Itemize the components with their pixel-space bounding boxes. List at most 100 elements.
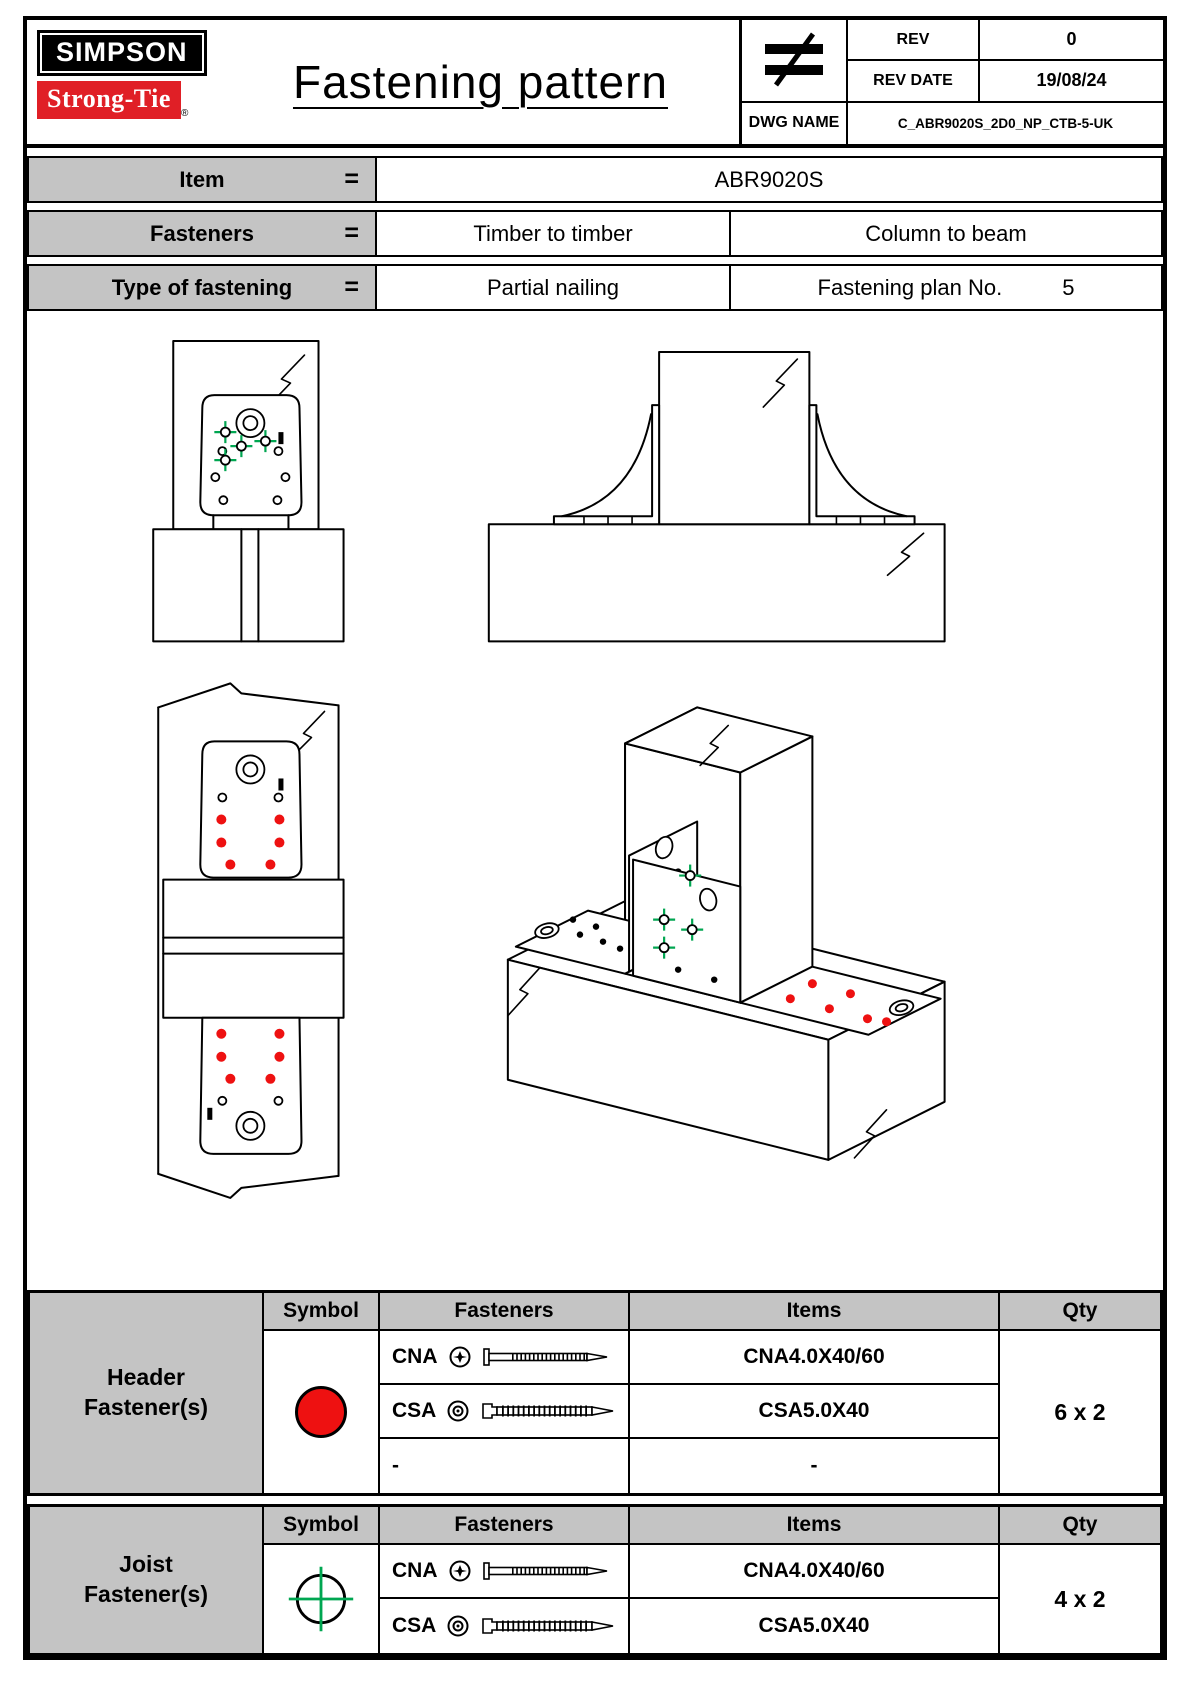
item-cell: CNA4.0X40/60 [630,1545,1000,1599]
row-label-line1: Header [107,1364,185,1391]
header-fastener-row-label: Header Fastener(s) [30,1293,264,1493]
slot-mark [278,778,284,791]
fastener-code: CSA [392,1399,437,1422]
info-row-fasteners: Fasteners = Timber to timber Column to b… [27,210,1163,257]
fastener-cell-cna: CNA [380,1331,630,1385]
strongtie-logo: Strong-Tie [37,81,181,119]
col-fasteners: Fasteners [380,1507,630,1545]
cna-nail-drawing [482,1348,607,1366]
far-flange-holes [569,916,624,952]
fastening-plan-label: Fastening plan No. [817,274,1003,300]
break-mark [699,724,730,767]
view-front-top [152,340,345,643]
anchor-hole [235,408,266,439]
header-symbol-red-circle [295,1386,347,1438]
col-fasteners: Fasteners [380,1293,630,1331]
break-mark [886,532,925,577]
column-right-face [739,735,814,1004]
fastener-code: CNA [392,1559,438,1582]
item-label: Item [179,166,225,192]
view-isometric [506,706,946,1161]
cna-head-icon [449,1346,470,1368]
slot-mark [207,1107,213,1120]
cna-head-icon [449,1560,470,1582]
registered-mark: ® [180,108,189,119]
beam-front [152,528,345,643]
joist-qty-cell: 4 x 2 [1054,1585,1106,1612]
info-row-type: Type of fastening = Partial nailing Fast… [27,264,1163,311]
row-label-line1: Joist [119,1551,173,1578]
info-table: Item = ABR9020S Fasteners = Timber to ti… [27,148,1163,319]
info-row-item: Item = ABR9020S [27,156,1163,203]
item-value: ABR9020S [714,166,824,192]
col-symbol: Symbol [264,1293,380,1331]
not-equal-icon [765,32,823,87]
csa-head-icon [447,1400,469,1422]
break-mark [853,1109,888,1159]
projection-symbol-cell [742,20,848,103]
fastener-cell-empty: - [380,1439,630,1493]
csa-screw-drawing [482,1618,614,1634]
beam-crossing [162,878,345,1019]
rev-date-label: REV DATE [848,61,980,103]
item-cell: - [630,1439,1000,1493]
title-block: REV 0 REV DATE 19/08/24 DWG NAME C_ABR90… [739,20,1163,144]
header-symbol-cell [264,1331,380,1493]
drawing-sheet: SIMPSON Strong-Tie® Fastening pattern RE… [23,16,1167,1660]
item-cell: CSA5.0X40 [630,1385,1000,1439]
joist-symbol-cell [264,1545,380,1653]
break-mark [157,682,340,709]
lower-bracket-plate [199,1016,303,1155]
view-side-top [487,351,946,643]
near-bracket-flange [739,965,942,1036]
col-items: Items [630,1293,1000,1331]
col-items: Items [630,1507,1000,1545]
fasteners-value-1: Timber to timber [473,220,633,246]
header-fastener-marks-iso [785,979,892,1027]
row-label-line2: Fastener(s) [84,1581,208,1607]
beam-side [487,523,946,643]
col-qty: Qty [1000,1507,1160,1545]
fastening-plan-number: 5 [1062,274,1075,300]
brand-logo: SIMPSON Strong-Tie® [27,20,222,144]
type-value: Partial nailing [486,274,620,300]
type-label: Type of fastening [111,274,293,300]
simpson-logo: SIMPSON [37,30,207,76]
dwg-name-value: C_ABR9020S_2D0_NP_CTB-5-UK [897,115,1114,131]
rev-value: 0 [980,20,1163,62]
anchor-hole [235,754,266,785]
col-qty: Qty [1000,1293,1160,1331]
fasteners-label-cell: Fasteners = [29,212,377,255]
col-symbol: Symbol [264,1507,380,1545]
fasteners-value-2: Column to beam [729,212,1161,255]
row-label-line2: Fastener(s) [84,1394,208,1420]
break-mark [288,710,326,761]
type-label-cell: Type of fastening = [29,266,377,309]
item-cell: CSA5.0X40 [630,1599,1000,1653]
csa-screw-drawing [482,1403,614,1419]
flange-nail-ticks [583,515,886,526]
csa-head-icon [447,1615,469,1637]
equals-sign: = [344,273,359,301]
column-side [658,351,811,526]
item-cell: CNA4.0X40/60 [630,1331,1000,1385]
drawing-area [27,319,1163,1290]
technical-drawings [152,340,946,1199]
rev-date-value: 19/08/24 [980,61,1163,103]
fasteners-label: Fasteners [150,220,254,246]
fastener-tables: Header Fastener(s) Symbol Fasteners Item… [27,1290,1163,1656]
anchor-hole [235,1110,266,1141]
view-front-bottom [157,682,345,1199]
equals-sign: = [344,165,359,193]
item-label-cell: Item = [29,158,377,201]
equals-sign: = [344,219,359,247]
break-mark [762,358,799,408]
break-mark [157,1172,340,1199]
rev-label: REV [848,20,980,62]
bracket-left-profile [552,404,661,526]
fastener-cell-cna: CNA [380,1545,630,1599]
joist-fastener-row-label: Joist Fastener(s) [30,1507,264,1653]
fastener-cell-csa: CSA [380,1599,630,1653]
header-fastener-marks-upper [216,814,285,870]
sheet-header: SIMPSON Strong-Tie® Fastening pattern RE… [27,20,1163,148]
